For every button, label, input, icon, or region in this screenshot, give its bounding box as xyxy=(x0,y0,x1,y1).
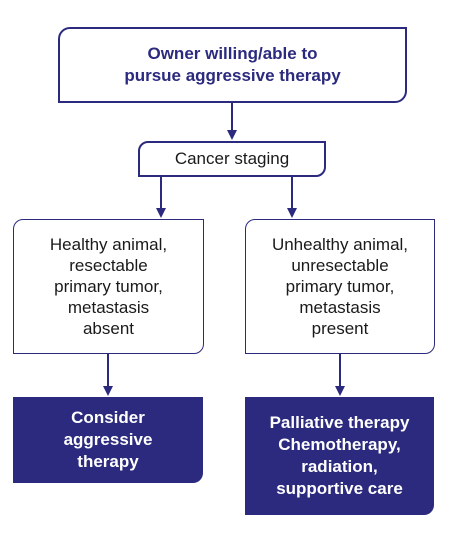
healthy-condition-label: Healthy animal, resectable primary tumor… xyxy=(49,235,168,338)
unhealthy-condition-node: Unhealthy animal, unresectable primary t… xyxy=(245,219,435,354)
aggressive-therapy-outcome: Consider aggressive therapy xyxy=(13,397,203,483)
cancer-staging-label: Cancer staging xyxy=(174,149,290,168)
palliative-therapy-label: Palliative therapy Chemotherapy, radiati… xyxy=(269,413,410,498)
root-decision-label: Owner willing/able to pursue aggressive … xyxy=(124,44,341,85)
aggressive-therapy-label: Consider aggressive therapy xyxy=(63,408,153,471)
cancer-staging-node: Cancer staging xyxy=(138,141,326,177)
root-decision-node: Owner willing/able to pursue aggressive … xyxy=(58,27,407,103)
palliative-therapy-outcome: Palliative therapy Chemotherapy, radiati… xyxy=(245,397,434,515)
healthy-condition-node: Healthy animal, resectable primary tumor… xyxy=(13,219,204,354)
unhealthy-condition-label: Unhealthy animal, unresectable primary t… xyxy=(271,235,409,338)
